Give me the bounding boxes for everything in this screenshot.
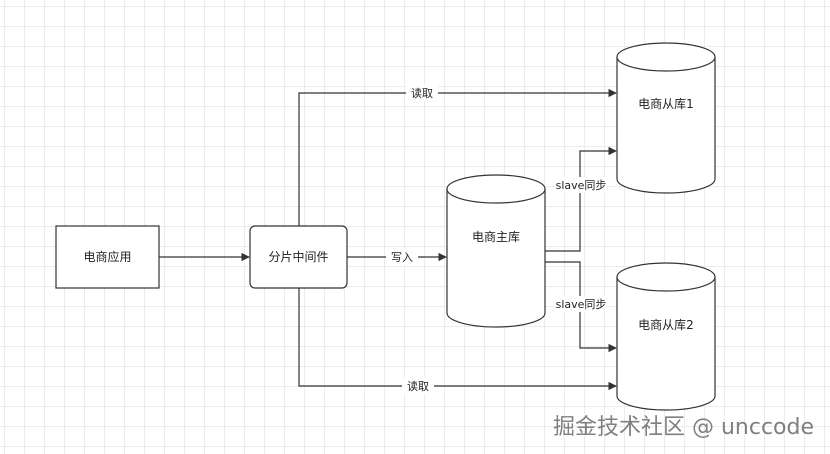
edge-label-read-bottom: 读取 — [407, 379, 429, 393]
edge-label-bg-read-top — [406, 85, 438, 101]
node-slave-db-2-label: 电商从库2 — [638, 317, 694, 332]
edge-label-bg-read-bottom — [402, 378, 434, 394]
node-middleware[interactable]: 分片中间件 — [249, 225, 348, 289]
node-slave-db-1[interactable]: 电商从库1 — [616, 42, 716, 194]
node-app[interactable]: 电商应用 — [55, 225, 160, 289]
edge-label-read-top: 读取 — [411, 86, 433, 100]
node-slave-db-2[interactable]: 电商从库2 — [616, 262, 716, 411]
edge-label-write: 写入 — [391, 251, 413, 264]
node-app-label: 电商应用 — [83, 249, 131, 264]
edge-read-bottom — [298, 288, 617, 391]
edge-label-sync-2: slave同步 — [556, 298, 607, 311]
watermark-text: 掘金技术社区 @ unccode — [553, 415, 814, 440]
node-middleware-label: 分片中间件 — [268, 249, 328, 264]
node-master-db-label: 电商主库 — [472, 229, 520, 244]
edge-sync-1 — [544, 146, 617, 252]
edge-label-bg-sync-2 — [555, 296, 607, 312]
edge-label-sync-1: slave同步 — [556, 179, 607, 192]
edge-label-bg-sync-1 — [555, 177, 607, 193]
node-master-db[interactable]: 电商主库 — [446, 174, 546, 328]
edge-label-bg-write — [386, 249, 418, 265]
edge-read-top — [298, 88, 617, 226]
node-slave-db-1-label: 电商从库1 — [638, 96, 694, 111]
